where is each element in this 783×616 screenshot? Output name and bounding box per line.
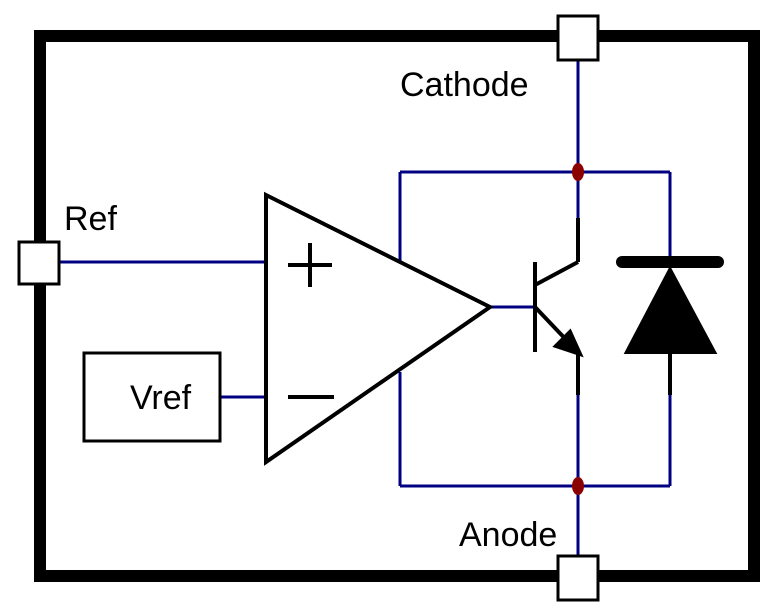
npn-transistor: [533, 218, 584, 395]
transistor-collector-diag: [534, 260, 579, 287]
ref-label: Ref: [64, 200, 117, 238]
anode-pin[interactable]: [556, 554, 600, 602]
top-junction-dot: [572, 163, 584, 181]
cathode-label: Cathode: [400, 66, 529, 104]
opamp: [264, 191, 494, 466]
cathode-pin[interactable]: [556, 14, 600, 62]
wires: [60, 60, 672, 556]
diode-triangle: [623, 265, 718, 354]
protection-diode: [616, 256, 724, 395]
transistor-emitter-arrow: [552, 328, 584, 358]
opamp-body: [264, 191, 494, 466]
anode-label: Anode: [459, 516, 557, 554]
bottom-junction-dot: [572, 477, 584, 495]
ref-pin[interactable]: [17, 240, 61, 286]
vref-box: [82, 351, 222, 443]
vref-label: Vref: [130, 379, 192, 417]
package-outline: [34, 30, 760, 582]
